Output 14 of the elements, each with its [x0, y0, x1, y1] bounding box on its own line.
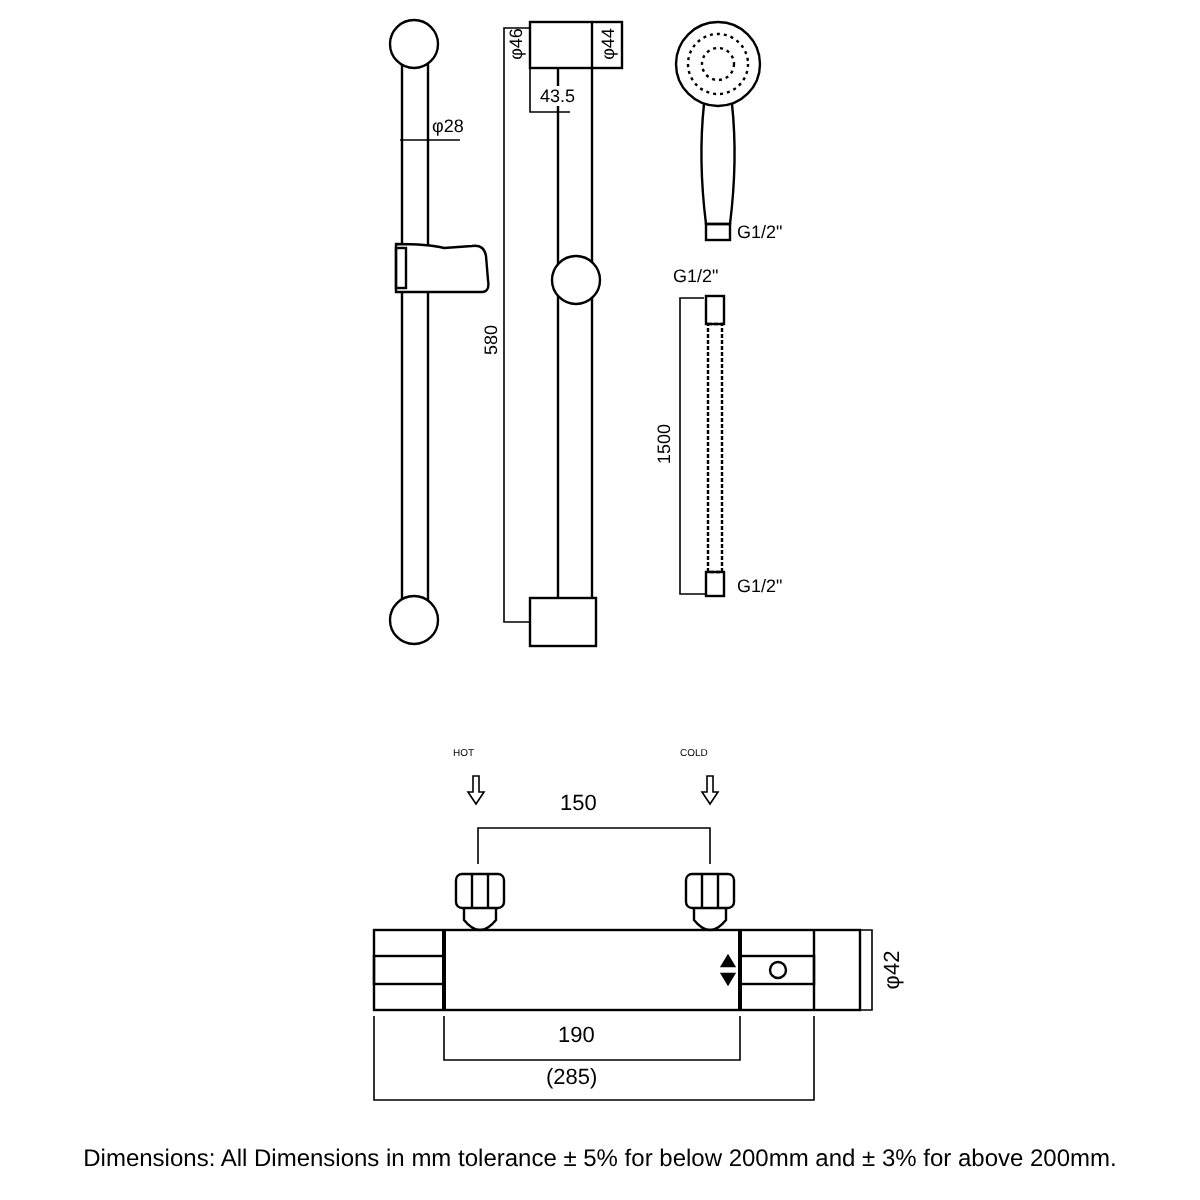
dimension-label: 1500	[654, 423, 675, 465]
caption: Dimensions: All Dimensions in mm tolerance ± 5% for below 200mm and ± 3% for above 200mm.	[81, 1144, 1119, 1172]
dimension-label: 43.5	[538, 86, 578, 106]
dimension-label: 150	[560, 794, 597, 814]
dimension-label: φ42	[882, 950, 903, 990]
port-label: G1/2"	[673, 266, 719, 286]
port-label: G1/2"	[737, 576, 783, 596]
dimension-label: φ28	[432, 116, 464, 136]
dimension-label: 190	[558, 1026, 595, 1046]
dimension-label: φ46	[505, 28, 526, 60]
dimension-label: φ44	[597, 28, 618, 60]
dimension-label: 580	[480, 324, 501, 356]
port-label: G1/2"	[737, 222, 783, 242]
dimension-label: (285)	[546, 1068, 598, 1088]
